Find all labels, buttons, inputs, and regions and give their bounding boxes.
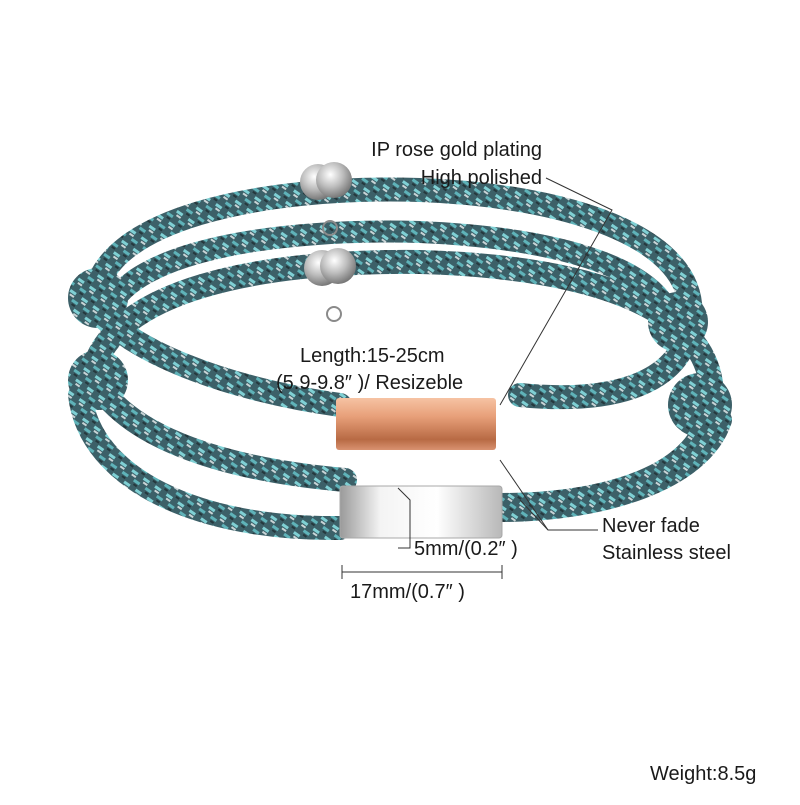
heart-charm-bottom xyxy=(304,248,356,322)
length-label-line2: (5.9-9.8″ )/ Resizeble xyxy=(276,372,464,394)
height-dimension-label: 5mm/(0.2″ ) xyxy=(414,538,518,560)
steel-label-line1: Never fade xyxy=(602,515,700,537)
steel-label-line2: Stainless steel xyxy=(602,542,731,564)
upper-cord-outer xyxy=(83,177,703,410)
plating-label-line2: High polished xyxy=(420,167,542,189)
lower-cord-front-b xyxy=(68,383,352,541)
length-label-line1: Length:15-25cm xyxy=(300,345,445,367)
steel-leader-b xyxy=(499,459,549,531)
plating-label-line1: IP rose gold plating xyxy=(371,139,542,161)
upper-knot-left xyxy=(68,268,128,328)
lower-knot-right xyxy=(668,373,732,437)
heart-charm-top xyxy=(300,162,352,236)
weight-label: Weight:8.5g xyxy=(650,763,757,785)
width-dimension-label: 17mm/(0.7″ ) xyxy=(350,581,465,603)
lower-cord-front-c xyxy=(488,408,732,522)
steel-bar xyxy=(339,485,503,539)
plating-leader xyxy=(499,177,613,406)
lower-knot-left xyxy=(68,350,128,410)
lower-bracelet xyxy=(68,248,732,541)
height-dim-line xyxy=(397,487,411,549)
callout-lines xyxy=(341,177,613,579)
upper-cord-inner xyxy=(94,220,683,341)
rose-gold-bar xyxy=(336,398,496,450)
